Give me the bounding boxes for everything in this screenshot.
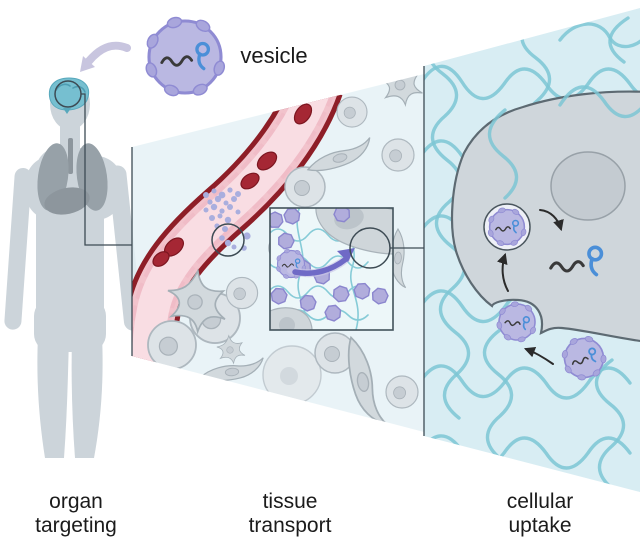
stage-labels: organ targeting tissue transport cellula… <box>35 490 573 537</box>
blood-vessel <box>132 76 343 363</box>
transport-arrow-icon <box>292 256 349 276</box>
tissue-cell <box>381 138 415 172</box>
svg-text:tissue: tissue <box>263 490 318 513</box>
liver-icon <box>44 187 90 215</box>
stage-label-cellular-uptake: cellular uptake <box>507 490 574 537</box>
tissue-cell <box>225 276 259 310</box>
vesicle-icon <box>144 16 226 98</box>
connector-brain-to-tissue-panel <box>81 93 132 246</box>
red-blood-cells <box>152 103 313 267</box>
targeting-arrow-head <box>80 56 95 72</box>
matrix-fiber-over-cell <box>558 85 640 119</box>
cell-nucleus <box>550 151 626 221</box>
svg-text:uptake: uptake <box>508 514 571 537</box>
legend: vesicle <box>80 16 308 98</box>
svg-text:organ: organ <box>49 490 103 513</box>
uptake-arrow-icon <box>497 252 509 292</box>
endosome <box>483 203 531 251</box>
tissue-cell <box>262 345 322 405</box>
approach-arrow-icon <box>523 346 554 365</box>
vessel-zoom-circle <box>211 223 245 257</box>
stage-label-tissue-transport: tissue transport <box>249 490 332 537</box>
svg-text:cellular: cellular <box>507 490 574 513</box>
targeting-arrow-icon <box>85 41 131 65</box>
vesicle-dot-cluster <box>203 187 251 251</box>
svg-text:targeting: targeting <box>35 514 117 537</box>
vesicle-label: vesicle <box>240 43 307 68</box>
tissue-cell <box>147 320 197 370</box>
human-body-icon <box>4 78 142 458</box>
inset-gray-cell-bottom <box>270 307 313 330</box>
stage-label-organ-targeting: organ targeting <box>35 490 117 537</box>
svg-text:transport: transport <box>249 514 332 537</box>
tissue-cell <box>284 166 326 208</box>
tissue-cell <box>336 96 368 128</box>
matrix-fiber-over-cell <box>487 108 519 200</box>
human-body-silhouette <box>4 77 142 458</box>
release-arrow-icon <box>539 209 564 232</box>
ecm-inset-box <box>269 207 394 331</box>
tissue-cell <box>385 375 419 409</box>
